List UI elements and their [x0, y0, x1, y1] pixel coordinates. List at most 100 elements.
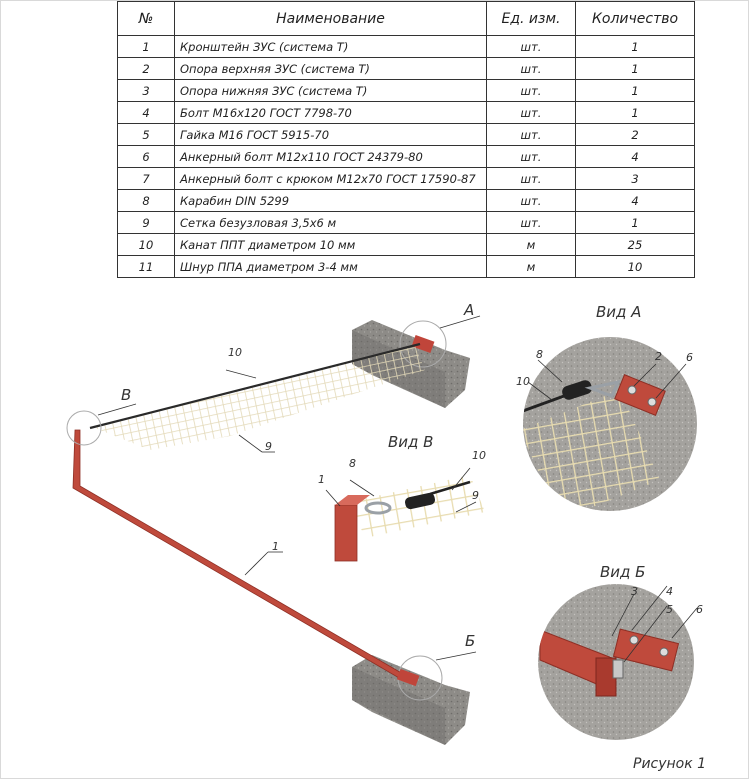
- cell-number: 8: [117, 189, 175, 212]
- cell-name: Сетка безузловая 3,5х6 м: [174, 211, 487, 234]
- callout-6-view-b: 6: [696, 603, 703, 616]
- callout-9-main: 9: [265, 440, 272, 453]
- view-v-detail: [325, 467, 485, 562]
- callout-9-view-v: 9: [472, 489, 479, 502]
- cell-number: 7: [117, 167, 175, 190]
- callout-1-view-v: 1: [318, 473, 325, 486]
- callout-10-view-v: 10: [472, 449, 486, 462]
- cell-name: Опора верхняя ЗУС (система Т): [174, 57, 487, 80]
- cell-unit: шт.: [486, 123, 576, 146]
- view-a-detail: [523, 337, 697, 511]
- callout-8-view-a: 8: [536, 348, 543, 361]
- cell-quantity: 2: [575, 123, 695, 146]
- cell-quantity: 4: [575, 189, 695, 212]
- header-name: Наименование: [174, 1, 487, 36]
- cell-quantity: 10: [575, 255, 695, 278]
- cell-name: Канат ППТ диаметром 10 мм: [174, 233, 487, 256]
- detail-circle-v: [66, 410, 102, 446]
- callout-8-view-v: 8: [349, 457, 356, 470]
- cell-number: 1: [117, 35, 175, 58]
- title-view-b: Вид Б: [600, 563, 646, 581]
- cell-unit: шт.: [486, 35, 576, 58]
- cell-number: 5: [117, 123, 175, 146]
- cell-quantity: 1: [575, 35, 695, 58]
- cell-name: Шнур ППА диаметром 3-4 мм: [174, 255, 487, 278]
- cell-name: Опора нижняя ЗУС (система Т): [174, 79, 487, 102]
- cell-unit: шт.: [486, 57, 576, 80]
- cell-number: 3: [117, 79, 175, 102]
- leader-v: [97, 403, 137, 416]
- callout-10-view-a: 10: [516, 375, 530, 388]
- bracket: [72, 429, 411, 683]
- cell-quantity: 1: [575, 211, 695, 234]
- rope: [89, 342, 421, 430]
- leader-b-cyr: [435, 651, 477, 661]
- cell-number: 9: [117, 211, 175, 234]
- cell-unit: шт.: [486, 79, 576, 102]
- callout-2-view-a: 2: [655, 350, 662, 363]
- cell-number: 10: [117, 233, 175, 256]
- cell-quantity: 4: [575, 145, 695, 168]
- cell-quantity: 3: [575, 167, 695, 190]
- figure-caption: Рисунок 1: [633, 756, 707, 772]
- callout-5-view-b: 5: [666, 603, 673, 616]
- lower-concrete-block: [352, 655, 470, 745]
- title-view-v: Вид В: [388, 433, 434, 451]
- label-view-v-marker: В: [121, 386, 132, 404]
- callout-1-main: 1: [272, 540, 279, 553]
- callout-6-view-a: 6: [686, 351, 693, 364]
- cell-quantity: 25: [575, 233, 695, 256]
- callout-3-view-b: 3: [631, 585, 638, 598]
- cell-name: Гайка М16 ГОСТ 5915-70: [174, 123, 487, 146]
- cell-name: Анкерный болт с крюком М12х70 ГОСТ 17590…: [174, 167, 487, 190]
- cell-number: 11: [117, 255, 175, 278]
- cell-unit: шт.: [486, 189, 576, 212]
- title-view-a: Вид А: [596, 303, 642, 321]
- lower-support-plate: [396, 668, 420, 687]
- cell-unit: шт.: [486, 145, 576, 168]
- callout-4-view-b: 4: [666, 585, 673, 598]
- cell-name: Карабин DIN 5299: [174, 189, 487, 212]
- cell-quantity: 1: [575, 79, 695, 102]
- cell-number: 2: [117, 57, 175, 80]
- cell-unit: шт.: [486, 211, 576, 234]
- leader-a: [439, 315, 481, 329]
- cell-name: Болт М16х120 ГОСТ 7798-70: [174, 101, 487, 124]
- header-number: №: [117, 1, 175, 36]
- cell-unit: м: [486, 233, 576, 256]
- cell-quantity: 1: [575, 101, 695, 124]
- cell-unit: м: [486, 255, 576, 278]
- cell-name: Анкерный болт М12х110 ГОСТ 24379-80: [174, 145, 487, 168]
- header-quantity: Количество: [575, 1, 695, 36]
- cell-number: 4: [117, 101, 175, 124]
- figure-1: А В Б Вид А Вид В Вид Б 10 9 1 1 8 10 9 …: [0, 280, 750, 780]
- cell-unit: шт.: [486, 101, 576, 124]
- view-b-detail: [538, 584, 698, 740]
- cell-name: Кронштейн ЗУС (система Т): [174, 35, 487, 58]
- safety-net: [95, 346, 425, 450]
- callout-10-main: 10: [228, 346, 242, 359]
- upper-support-plate: [411, 334, 435, 354]
- label-view-a-marker: А: [464, 301, 475, 319]
- assembly-drawing: [66, 315, 698, 745]
- cell-quantity: 1: [575, 57, 695, 80]
- table-header-row: № Наименование Ед. изм. Количество: [117, 1, 695, 36]
- cell-number: 6: [117, 145, 175, 168]
- label-view-b-marker: Б: [465, 632, 476, 650]
- cell-unit: шт.: [486, 167, 576, 190]
- header-unit: Ед. изм.: [486, 1, 576, 36]
